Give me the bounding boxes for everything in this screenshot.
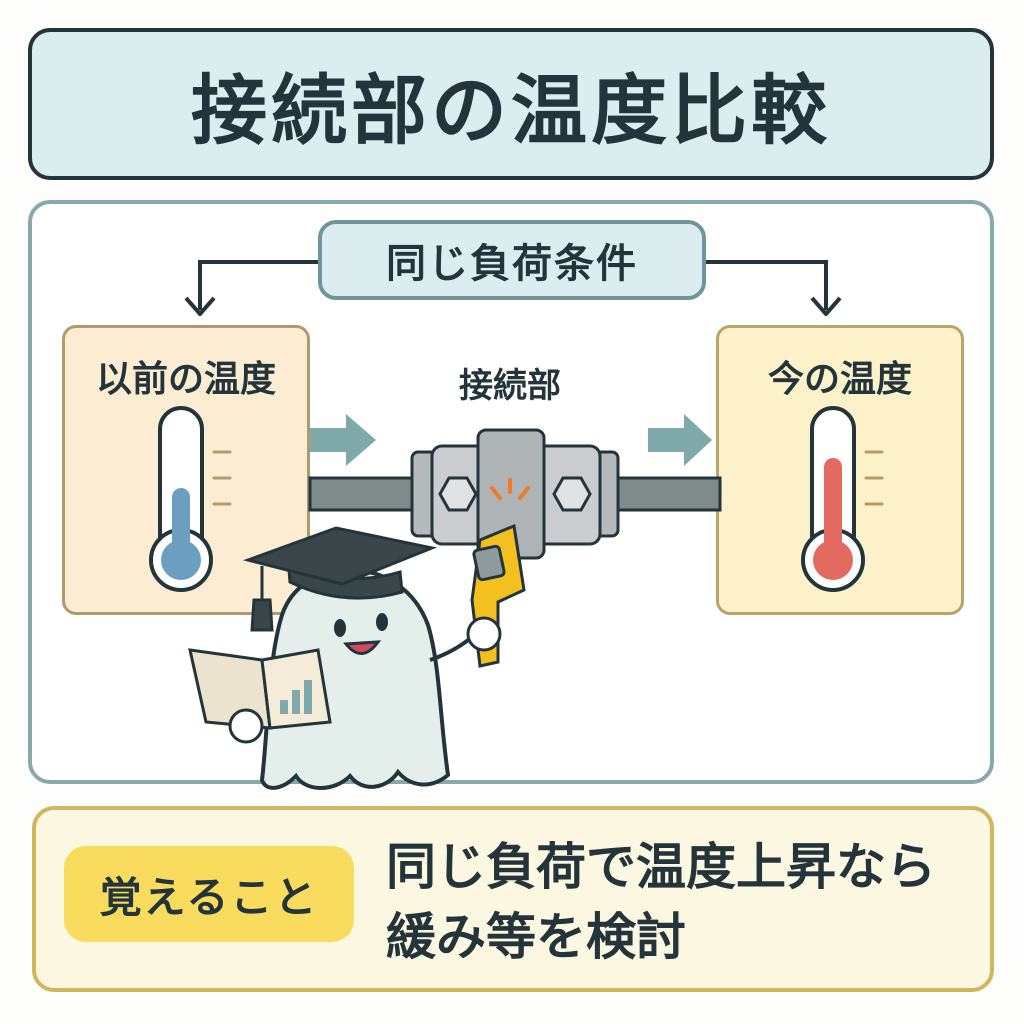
arrow-right-icon	[648, 414, 712, 466]
arrow-right-icon	[310, 414, 376, 466]
condition-connector-left	[184, 260, 318, 316]
page-title: 接続部の温度比較	[191, 66, 831, 155]
memo-text: 同じ負荷で温度上昇なら 緩み等を検討	[386, 832, 976, 972]
memo-line-2: 緩み等を検討	[386, 908, 686, 966]
load-condition-label: 同じ負荷条件	[386, 241, 638, 287]
pipe-joint-icon	[410, 428, 620, 560]
thermometer-icon	[149, 406, 232, 592]
load-condition-box: 同じ負荷条件	[318, 220, 706, 300]
memo-line-1: 同じ負荷で温度上昇なら	[386, 838, 936, 896]
title-banner: 接続部の温度比較	[28, 28, 994, 180]
graduation-cap-icon	[242, 526, 438, 632]
before-temperature-label: 以前の温度	[95, 359, 276, 400]
joint-label: 接続部	[459, 366, 561, 406]
condition-connector-right	[706, 260, 842, 316]
remember-badge: 覚えること	[64, 846, 354, 942]
book-icon	[188, 648, 332, 744]
remember-badge-label: 覚えること	[99, 872, 319, 922]
infrared-thermometer-icon	[429, 523, 526, 668]
current-temperature-label: 今の温度	[767, 359, 912, 400]
heat-mark-icon	[490, 478, 530, 500]
thermometer-icon	[801, 406, 884, 592]
mascot-character	[259, 567, 451, 790]
